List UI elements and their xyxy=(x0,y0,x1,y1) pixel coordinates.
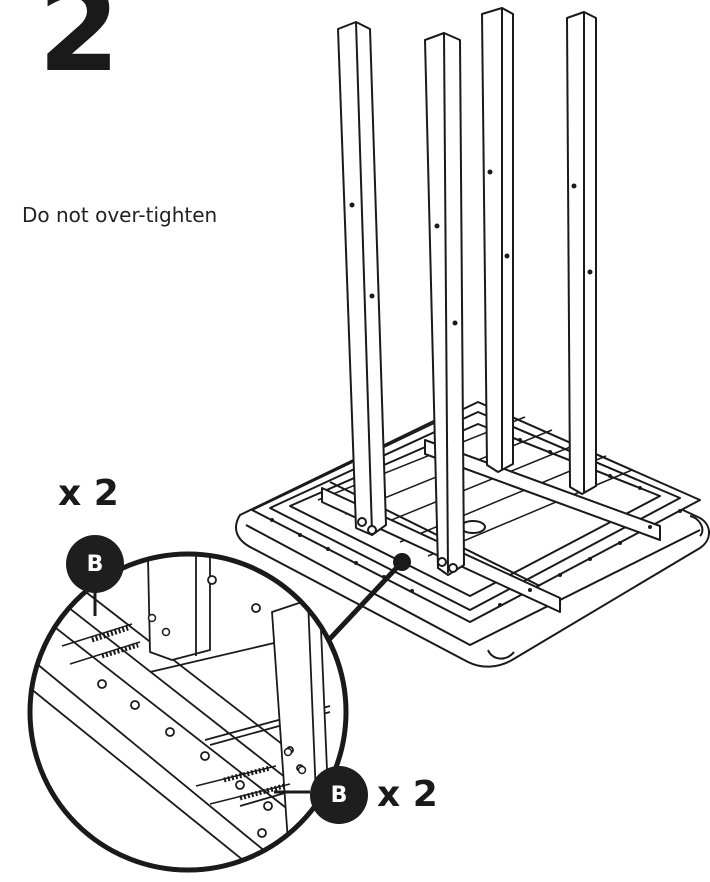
part-badge-top: B xyxy=(66,535,124,593)
quantity-label-top: x 2 xyxy=(58,473,119,514)
callout-pointer-line xyxy=(322,560,404,647)
instruction-note: Do not over-tighten xyxy=(22,203,218,227)
part-badge-bottom: B xyxy=(310,766,368,824)
leg-back-right xyxy=(566,11,597,495)
detail-magnifier xyxy=(27,551,349,873)
leg-front-left xyxy=(337,21,387,536)
screw-icon xyxy=(195,747,307,805)
table-legs xyxy=(337,7,597,576)
quantity-label-bottom: x 2 xyxy=(377,774,438,815)
step-number: 2 xyxy=(38,0,121,98)
screw-icon xyxy=(61,613,171,665)
leg-back-left xyxy=(481,7,514,473)
frame-screw-dots xyxy=(270,438,682,607)
